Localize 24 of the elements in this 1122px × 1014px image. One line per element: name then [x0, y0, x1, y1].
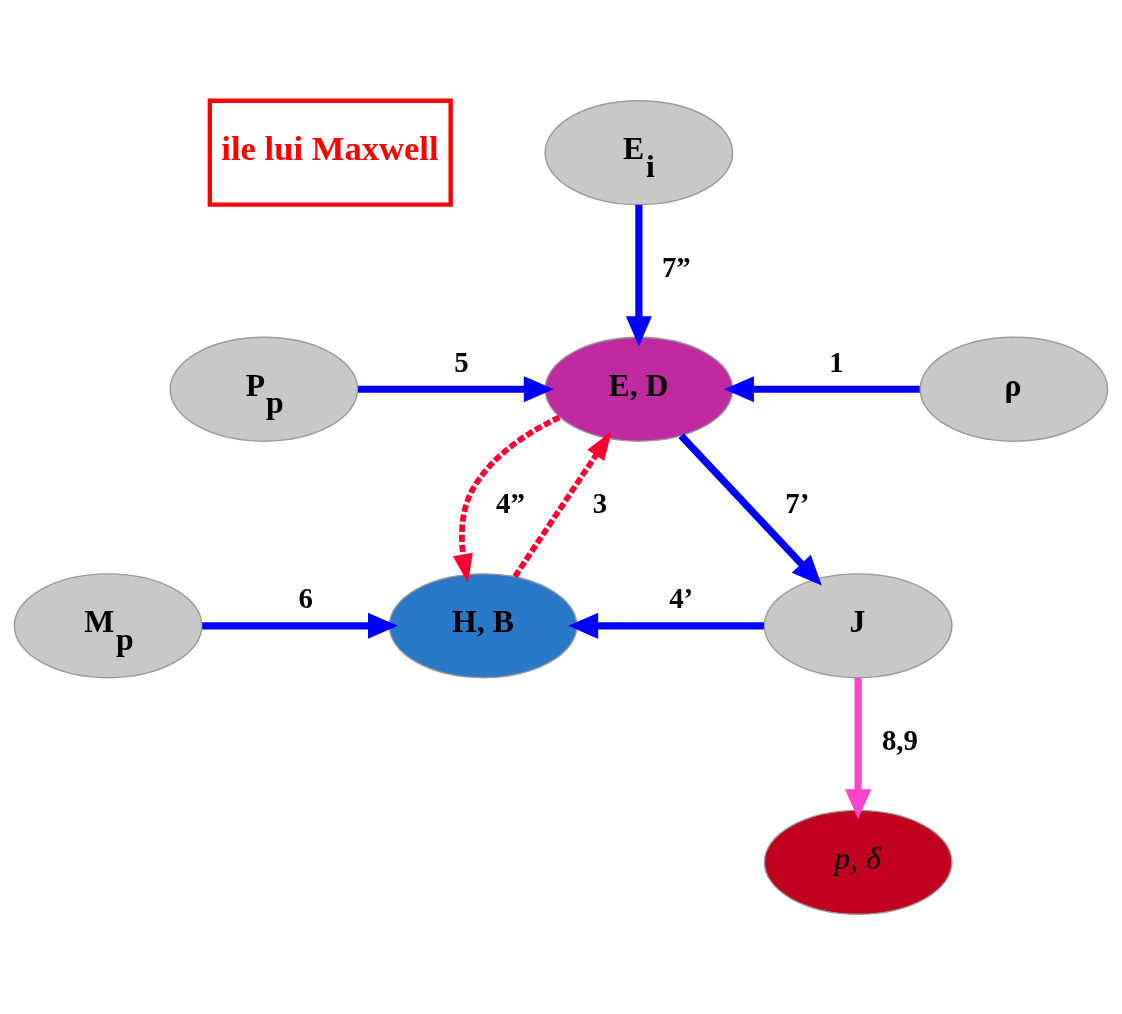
edge-label: 5 — [454, 345, 469, 378]
arrow — [452, 414, 561, 583]
arrow — [678, 432, 822, 586]
arrow — [724, 375, 920, 402]
node-ellipse: p, δ — [763, 809, 953, 915]
arrow — [625, 204, 652, 346]
node-box: ile lui Maxwell — [207, 98, 453, 207]
edge-label: 7” — [661, 250, 691, 283]
edge-label: 6 — [298, 581, 313, 614]
node-ellipse: E, D — [544, 336, 734, 442]
arrow — [568, 612, 764, 639]
node-ellipse: J — [763, 572, 953, 678]
arrow — [358, 375, 554, 402]
node-ellipse: ρ — [919, 336, 1109, 442]
node-ellipse: H, B — [388, 572, 578, 678]
edge-label: 3 — [592, 486, 608, 519]
arrow — [202, 612, 398, 639]
edge-label: 4” — [496, 486, 525, 519]
edge-label: 1 — [829, 345, 844, 378]
arrow — [845, 677, 872, 819]
edge-label: 7’ — [785, 486, 810, 519]
arrow — [512, 430, 612, 578]
edge-label: 4’ — [669, 581, 694, 614]
edge-label: 8,9 — [881, 723, 918, 756]
